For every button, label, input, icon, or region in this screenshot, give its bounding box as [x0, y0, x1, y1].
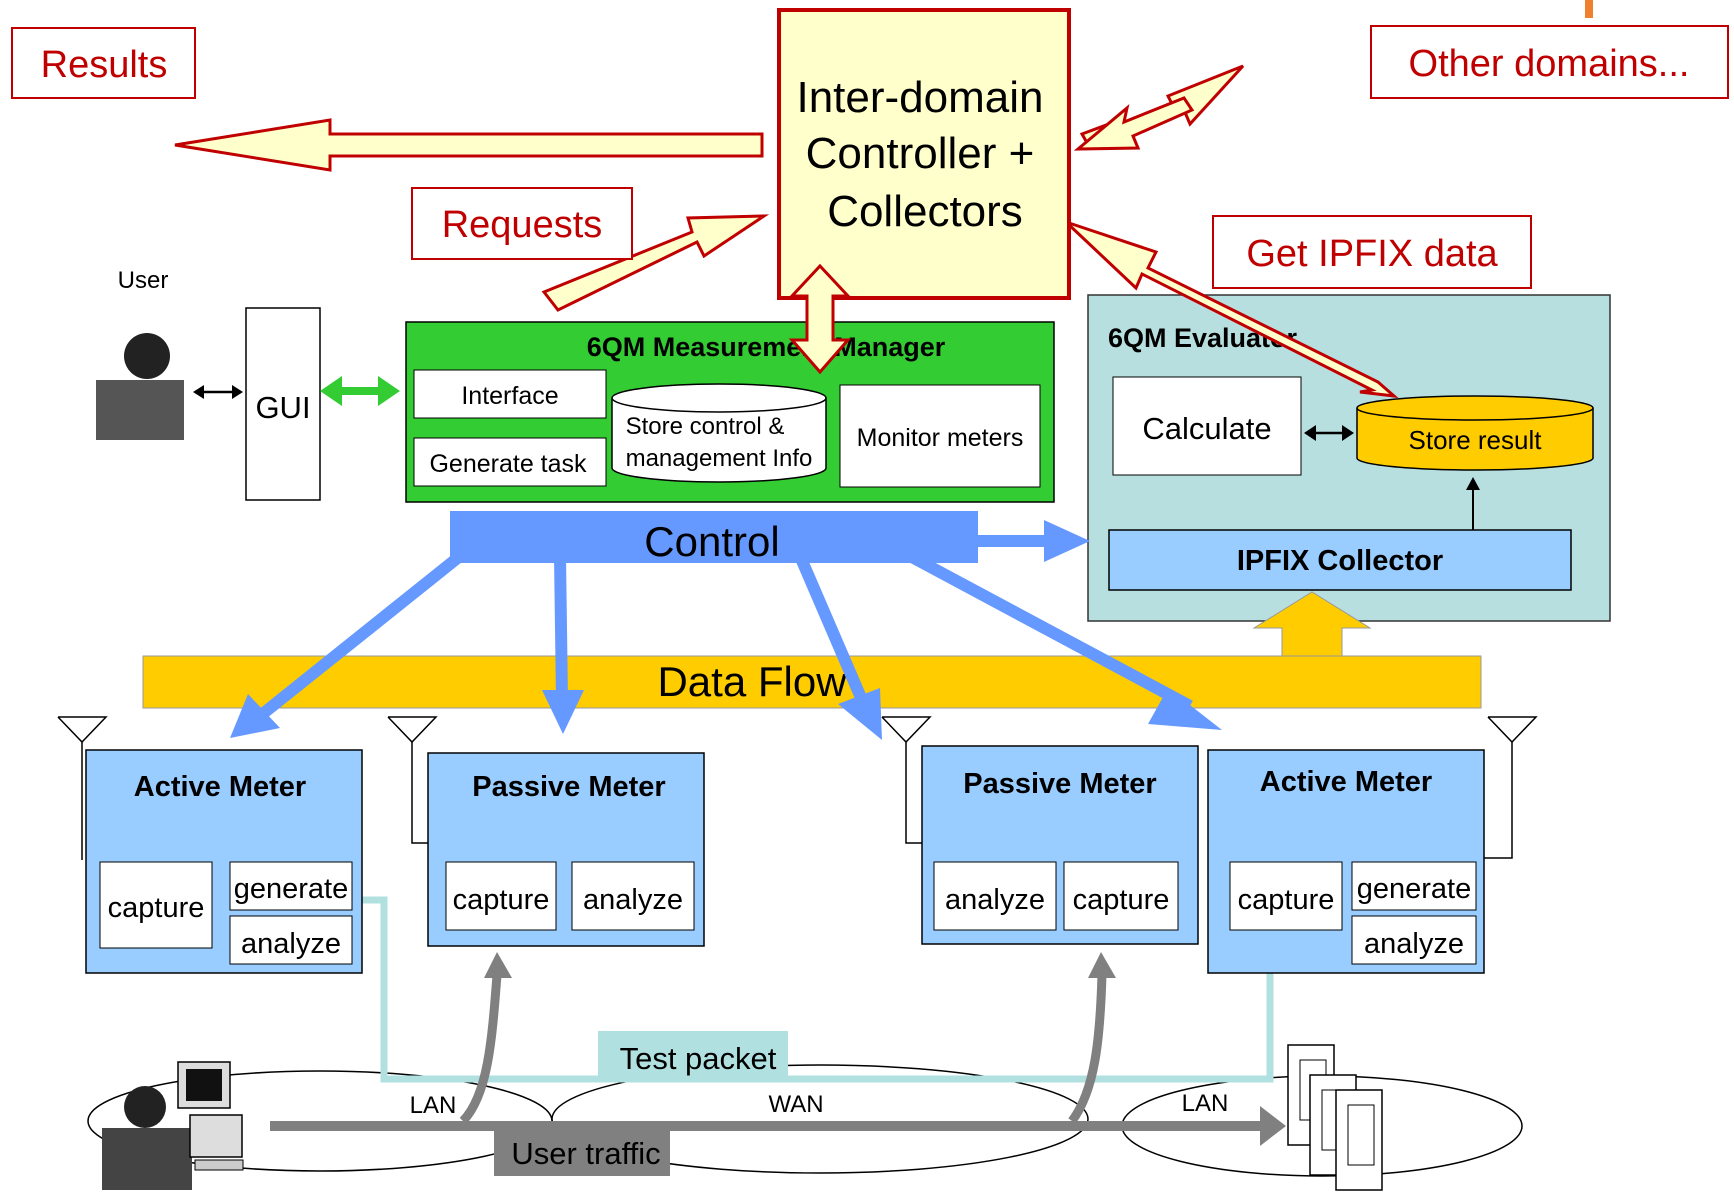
workstation-user-icon: [102, 1061, 244, 1190]
results-callout: [11, 27, 196, 99]
results-label: Results: [41, 44, 168, 86]
store-control-label-2: management Info: [626, 445, 813, 472]
gui-box: [245, 307, 321, 501]
results-arrow: [174, 118, 764, 172]
lan-left-label: LAN: [410, 1092, 457, 1119]
interface-box: [413, 369, 607, 419]
callout-arrows: [174, 64, 1399, 399]
module-capture: capture: [1073, 884, 1170, 916]
manager-title: 6QM Measurement Manager: [587, 332, 946, 362]
monitor-meters-box: [839, 384, 1041, 488]
store-result-cylinder: [1356, 395, 1594, 471]
module-capture: capture: [1238, 884, 1335, 916]
ipfix-collector-box: [1108, 529, 1572, 591]
requests-label: Requests: [442, 204, 603, 246]
controller-line-3: Collectors: [827, 187, 1023, 236]
user-traffic-arrowhead: [1260, 1106, 1286, 1146]
meter-title: Passive Meter: [963, 768, 1156, 800]
other-domains-label: Other domains...: [1409, 43, 1690, 85]
control-bar: [450, 511, 978, 563]
lan-right-label: LAN: [1182, 1090, 1229, 1117]
test-packet-label: Test packet: [620, 1041, 777, 1076]
data-flow-bar: Data Flow: [142, 655, 1482, 709]
antennas: [57, 716, 1538, 860]
network-layer: LAN WAN LAN: [87, 1064, 1523, 1177]
meter-passive-right: Passive Meter analyze capture: [921, 745, 1199, 945]
module-analyze: analyze: [1364, 928, 1464, 960]
evaluator-panel: 6QM Evaluator Calculate Store result IPF…: [1087, 294, 1611, 622]
module-generate: generate: [1357, 873, 1472, 905]
control-arrows: [230, 520, 1222, 740]
calculate-box: [1112, 376, 1302, 476]
user-traffic-label: User traffic: [511, 1136, 660, 1171]
meter-title: Active Meter: [134, 771, 306, 803]
generate-task-label: Generate task: [429, 450, 587, 478]
ipfix-collector-label: IPFIX Collector: [1237, 545, 1443, 577]
get-ipfix-callout: [1212, 215, 1532, 289]
meter-active-right: Active Meter capture generate analyze: [1207, 749, 1485, 974]
server-icon: [1287, 1044, 1383, 1191]
controller-line-2: Controller +: [806, 129, 1035, 178]
user-traffic-label-box: [494, 1128, 670, 1176]
other-domains-callout: [1370, 25, 1729, 99]
gui-manager-arrow: [320, 376, 400, 406]
module-generate: generate: [234, 873, 349, 905]
user-traffic-path: User traffic: [270, 952, 1286, 1176]
store-control-cylinder: [611, 383, 827, 483]
test-packet-label-box: [598, 1031, 788, 1081]
store-control-label-1: Store control &: [626, 413, 785, 440]
dataflow-to-collector-arrow: [1252, 591, 1372, 657]
user-icon: [96, 333, 184, 440]
controller-box: [777, 8, 1071, 300]
calculate-label: Calculate: [1142, 411, 1271, 446]
module-capture: capture: [453, 884, 550, 916]
requests-arrow: [541, 214, 770, 312]
gui-label: GUI: [255, 390, 310, 425]
data-flow-label: Data Flow: [657, 658, 847, 705]
get-ipfix-label: Get IPFIX data: [1246, 233, 1498, 275]
wan-label: WAN: [768, 1091, 823, 1118]
wan-ellipse: [551, 1064, 1089, 1174]
user-label: User: [118, 267, 169, 294]
module-analyze: analyze: [945, 884, 1045, 916]
module-capture: capture: [108, 892, 205, 924]
corner-mark: [1585, 0, 1593, 18]
meter-title: Active Meter: [1260, 766, 1432, 798]
control-label: Control: [644, 518, 779, 565]
requests-callout: [411, 187, 633, 260]
interface-label: Interface: [461, 382, 558, 410]
monitor-meters-label: Monitor meters: [857, 424, 1024, 452]
measurement-manager-panel: 6QM Measurement Manager Interface Genera…: [405, 321, 1055, 503]
meter-title: Passive Meter: [472, 771, 665, 803]
user-gui-arrow: [193, 385, 243, 399]
meter-active-left: Active Meter capture generate analyze: [85, 749, 363, 974]
store-result-label: Store result: [1409, 425, 1543, 455]
meter-passive-left: Passive Meter capture analyze: [427, 752, 705, 947]
get-ipfix-arrow: [1064, 220, 1399, 399]
controller-manager-arrow: [788, 263, 852, 375]
module-analyze: analyze: [583, 884, 683, 916]
controller-line-1: Inter-domain: [796, 73, 1043, 122]
test-packet-path: Test packet: [350, 896, 1358, 1083]
module-analyze: analyze: [241, 928, 341, 960]
generate-task-box: [413, 437, 607, 487]
